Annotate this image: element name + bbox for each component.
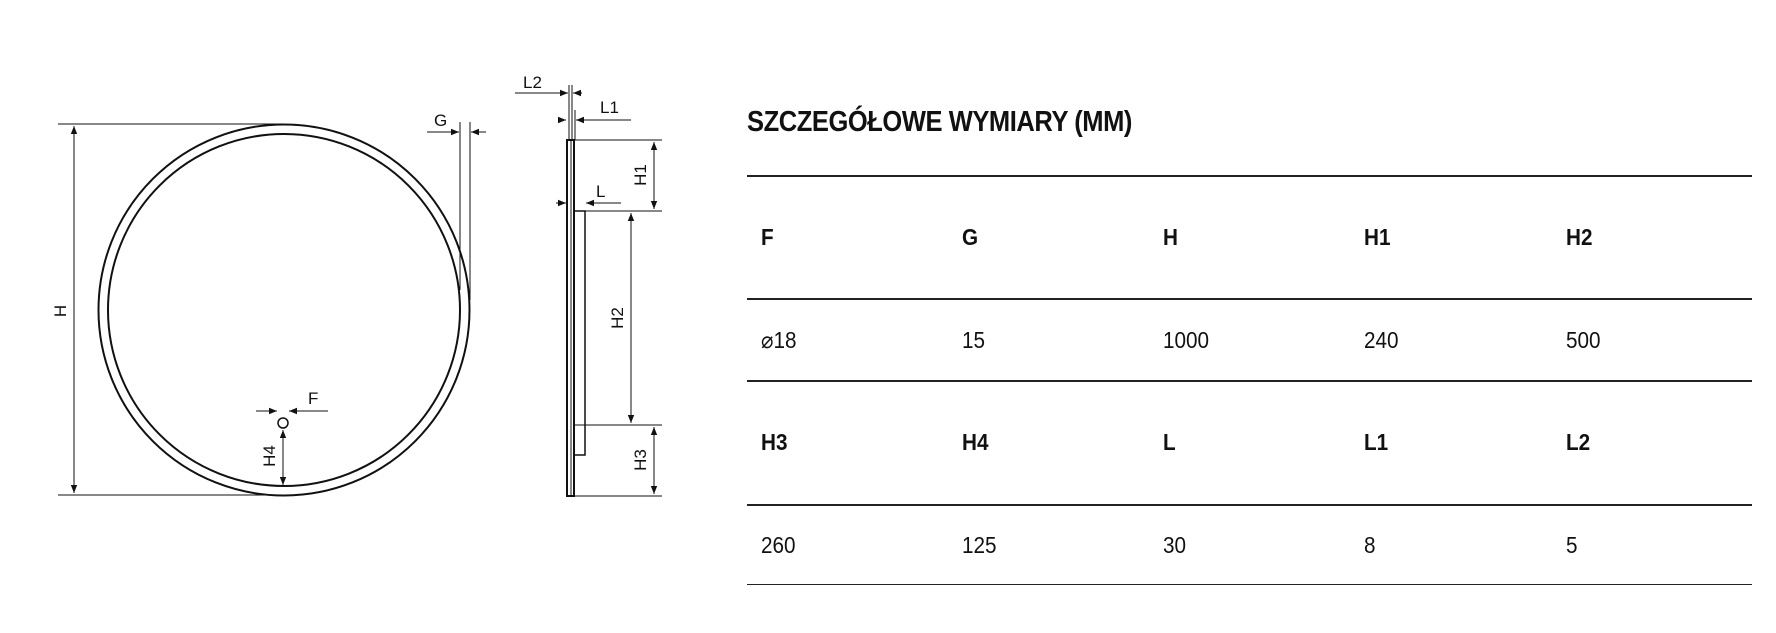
table-value-cell: 1000 [1163,327,1210,353]
table-header-cell: L2 [1566,429,1591,455]
table-header-cell: L [1163,429,1176,455]
table-title: SZCZEGÓŁOWE WYMIARY (MM) [747,106,1132,138]
label-g: G [434,111,447,130]
table-value-cell: 240 [1364,327,1399,353]
divider [747,504,1752,506]
mirror-outer-edge [97,123,471,497]
label-h1: H1 [631,164,650,186]
table-header-cell: L1 [1364,429,1389,455]
table-header-cell: H1 [1364,224,1391,250]
table-value-cell: 30 [1163,532,1187,558]
table-value-cell: 5 [1566,532,1578,558]
table-value-cell: 15 [962,327,986,353]
label-h2: H2 [608,307,627,329]
table-value-cell: ⌀18 [761,327,797,353]
label-f: F [308,389,318,408]
label-h3: H3 [631,449,650,471]
divider [747,175,1752,177]
divider [747,584,1752,585]
divider [747,380,1752,382]
label-l: L [596,182,605,201]
hole-f [277,417,289,429]
table-header-cell: H [1163,224,1178,250]
divider [747,298,1752,300]
table-value-cell: 500 [1566,327,1601,353]
table-header-cell: F [761,224,774,250]
table-value-cell: 260 [761,532,796,558]
table-value-cell: 125 [962,532,997,558]
table-header-cell: H4 [962,429,989,455]
table-header-cell: G [962,224,979,250]
label-l2: L2 [523,73,542,92]
table-header-cell: H3 [761,429,788,455]
dimension-drawing: H G F H4 L2 L1 L H1 H2 H3 [51,73,662,497]
label-h: H [51,305,70,317]
table-value-cell: 8 [1364,532,1376,558]
table-header-cell: H2 [1566,224,1593,250]
mirror-inner-edge [107,133,461,487]
label-h4: H4 [260,445,279,467]
mounting-bracket [575,210,586,456]
label-l1: L1 [600,98,619,117]
